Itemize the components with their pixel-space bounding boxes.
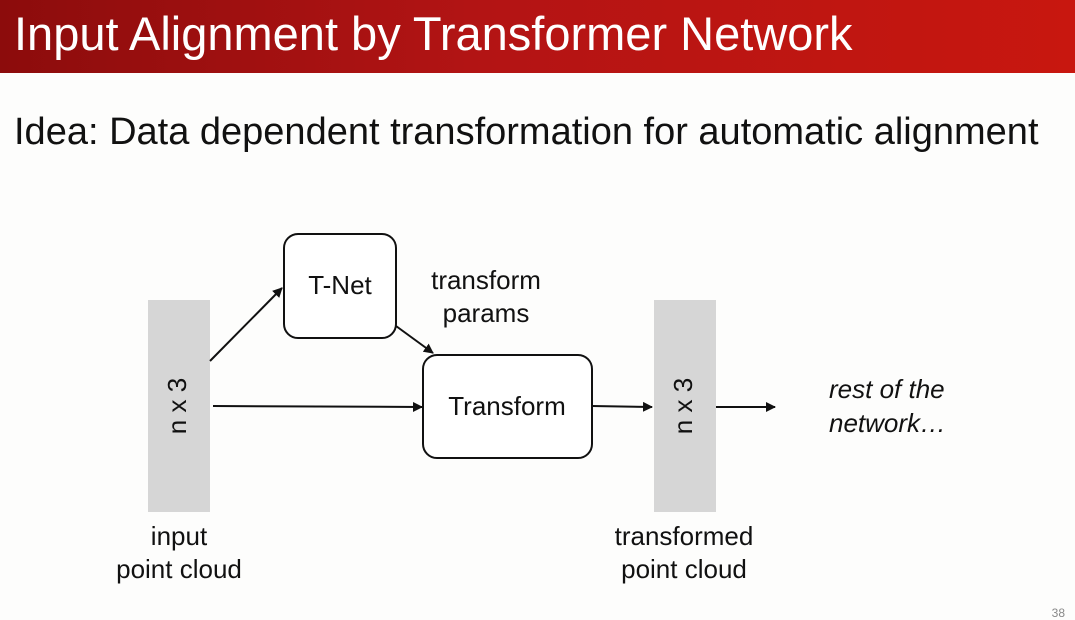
transform-label: Transform <box>448 391 566 421</box>
output-block-label: n x 3 <box>668 378 698 434</box>
input-caption-line1: input <box>151 521 208 551</box>
arrow-transform-to-output <box>591 401 653 412</box>
slide-title: Input Alignment by Transformer Network <box>14 7 853 60</box>
input-point-cloud-block <box>148 300 210 512</box>
tnet-label: T-Net <box>308 270 372 300</box>
arrow-input-to-transform <box>212 401 423 412</box>
transform-params-label-line1: transform <box>431 265 541 295</box>
page-number: 38 <box>1051 606 1065 620</box>
output-caption-line2: point cloud <box>621 554 747 584</box>
arrow-input-to-tnet <box>209 287 283 362</box>
title-bar: Input Alignment by Transformer Network <box>0 0 1075 73</box>
rest-of-network-line2: network… <box>829 408 946 438</box>
idea-statement: Idea: Data dependent transformation for … <box>14 111 1039 153</box>
transform-params-label-line2: params <box>443 298 530 328</box>
input-block-label: n x 3 <box>162 378 192 434</box>
arrow-tnet-to-transform <box>395 325 434 354</box>
output-caption-line1: transformed <box>615 521 754 551</box>
rest-of-network-line1: rest of the <box>829 374 945 404</box>
tnet-box <box>283 233 397 339</box>
input-caption-line2: point cloud <box>116 554 242 584</box>
transformed-point-cloud-block <box>654 300 716 512</box>
